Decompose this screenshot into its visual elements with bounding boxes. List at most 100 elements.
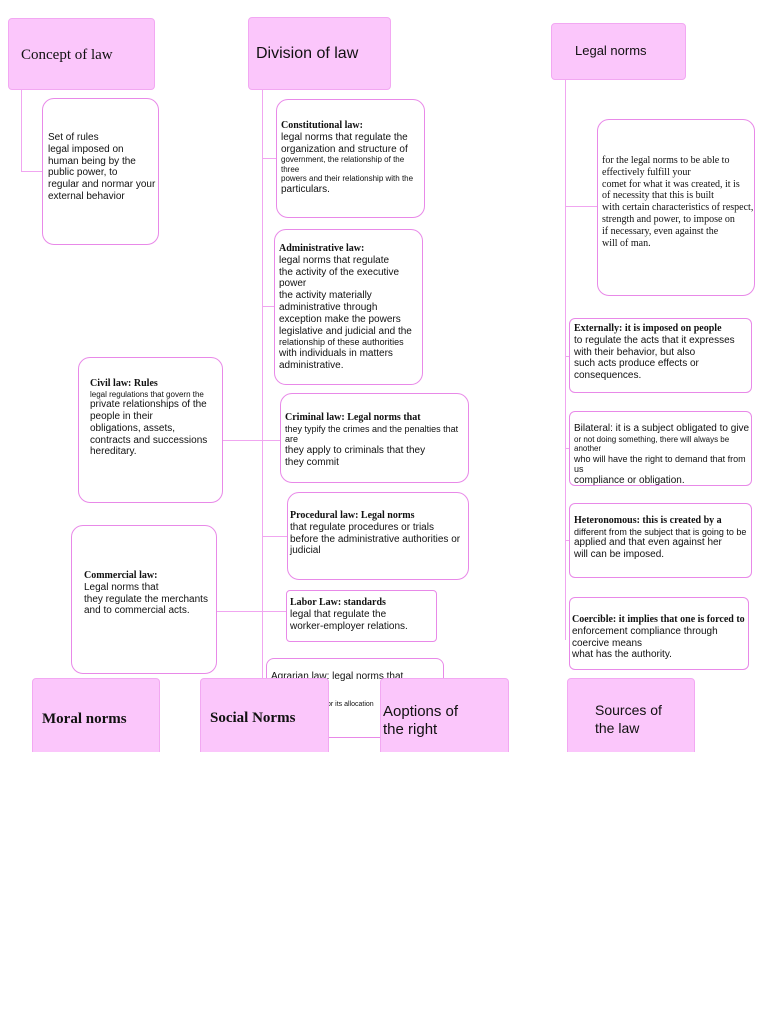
connector-bilateral <box>565 448 569 449</box>
text-line: and to commercial acts. <box>84 605 190 617</box>
text-line: enforcement compliance through coercive … <box>572 625 718 649</box>
division-of-law-header: Division of law <box>248 17 391 90</box>
text-line: legal imposed on <box>48 143 124 155</box>
text-line: if necessary, even against the <box>602 225 719 237</box>
sources-title: Sources of the law <box>595 702 662 737</box>
text-line: for the legal norms to be able to <box>602 155 730 166</box>
agrarian-law-text: Agrarian law: legal norms that <box>271 671 404 682</box>
text-line: exception make the powers <box>279 313 401 325</box>
concept-of-law-title: Concept of law <box>21 47 113 63</box>
text-line: will of man. <box>602 237 651 249</box>
labor-law-title: Labor Law: standards <box>290 597 386 608</box>
labor-law-box: Labor Law: standards legal that regulate… <box>286 590 437 642</box>
text-line: human being by the <box>48 155 136 167</box>
text-line: different from the subject that is going… <box>574 526 747 537</box>
connector-proc <box>262 536 287 537</box>
commercial-law-title: Commercial law: <box>84 570 158 581</box>
text-line: the activity materially <box>279 290 372 302</box>
coercible-box: Coercible: it implies that one is forced… <box>569 597 749 670</box>
procedural-law-title: Procedural law: Legal norms <box>290 510 415 521</box>
social-norms-title: Social Norms <box>210 710 296 726</box>
text-line: that regulate procedures or trials <box>290 521 434 533</box>
heteronomous-title: Heteronomous: this is created by a <box>574 515 722 526</box>
text-line: legal regulations that govern the <box>90 389 204 399</box>
text-line: external behavior <box>48 190 125 202</box>
connector-concept-h <box>21 171 43 172</box>
text-line: legal that regulate the <box>290 608 387 620</box>
connector-purpose <box>565 206 597 207</box>
text-line: public power, to <box>48 167 118 179</box>
text-line: Bilateral: it is a subject obligated to … <box>574 423 750 434</box>
connector-const <box>262 158 276 159</box>
concept-definition-box: Set of rules legal imposed on human bein… <box>42 98 159 245</box>
text-line: contracts and successions <box>90 434 208 446</box>
text-line: people in their <box>90 411 153 423</box>
text-line: applied and that even against her <box>574 537 722 549</box>
commercial-law-box: Commercial law: Legal norms that they re… <box>71 525 217 674</box>
administrative-law-title: Administrative law: <box>279 243 365 254</box>
text-line: or its allocation <box>327 701 374 708</box>
connector-division-trunk <box>262 90 263 690</box>
text-line: hereditary. <box>90 446 137 458</box>
criminal-law-box: Criminal law: Legal norms that they typi… <box>280 393 469 483</box>
connector-external <box>565 356 569 357</box>
legal-norms-header: Legal norms <box>551 23 686 80</box>
coercible-title: Coercible: it implies that one is forced… <box>572 614 745 625</box>
text-line: legal norms that regulate <box>279 254 390 266</box>
acceptions-title: Aoptions of the right <box>383 703 459 739</box>
text-line: will can be imposed. <box>574 549 665 561</box>
heteronomous-box: Heteronomous: this is created by a diffe… <box>569 503 752 578</box>
text-line: judicial <box>290 545 321 557</box>
text-line: before the administrative authorities or <box>290 533 461 545</box>
bilateral-box: Bilateral: it is a subject obligated to … <box>569 411 752 486</box>
connector-civil <box>222 440 280 441</box>
text-line: administrative. <box>279 359 344 371</box>
text-line: who will have the right to demand that f… <box>574 453 746 475</box>
legal-norms-purpose-box: for the legal norms to be able to effect… <box>597 119 755 296</box>
civil-law-box: Civil law: Rules legal regulations that … <box>78 357 223 503</box>
text-line: they typify the crimes and the penalties… <box>285 423 459 445</box>
text-line: with their behavior, but also <box>574 346 696 358</box>
text-line: they regulate the merchants <box>84 593 208 605</box>
legal-norms-title: Legal norms <box>575 43 647 58</box>
concept-of-law-header: Concept of law <box>8 18 155 90</box>
text-line: regular and normar your <box>48 179 156 191</box>
constitutional-law-title: Constitutional law: <box>281 120 363 131</box>
text-line: effectively fulfill your <box>602 166 691 178</box>
text-line: with certain characteristics of respect, <box>602 202 754 214</box>
text-line: they apply to criminals that they <box>285 445 426 457</box>
division-of-law-title: Division of law <box>256 45 359 62</box>
civil-law-title: Civil law: Rules <box>90 378 158 389</box>
connector-concept <box>21 90 22 172</box>
procedural-law-box: Procedural law: Legal norms that regulat… <box>287 492 469 580</box>
text-line: consequences. <box>574 370 642 382</box>
moral-norms-title: Moral norms <box>42 711 127 727</box>
page-blank-area <box>0 752 768 1024</box>
connector-hetero <box>565 540 569 541</box>
text-line: Legal norms that <box>84 581 159 593</box>
text-line: or not doing something, there will alway… <box>574 434 730 454</box>
text-line: private relationships of the <box>90 399 207 411</box>
connector-comm <box>216 611 288 612</box>
text-line: what has the authority. <box>572 649 672 661</box>
text-line: legislative and judicial and the <box>279 325 412 337</box>
externally-title: Externally: it is imposed on people <box>574 323 722 334</box>
text-line: Set of rules <box>48 132 99 143</box>
text-line: obligations, assets, <box>90 422 176 434</box>
text-line: they commit <box>285 456 339 468</box>
text-line: particulars. <box>281 183 330 195</box>
connector-legal-trunk <box>565 80 566 640</box>
text-line: strength and power, to impose on <box>602 213 735 225</box>
text-line: administrative through <box>279 301 378 313</box>
connector-admin <box>262 306 274 307</box>
criminal-law-title: Criminal law: Legal norms that <box>285 412 421 423</box>
text-line: compliance or obligation. <box>574 474 685 486</box>
text-line: comet for what it was created, it is <box>602 178 740 190</box>
text-line: government, the relationship of the thre… <box>281 155 405 174</box>
text-line: the activity of the executive power <box>279 266 400 290</box>
text-line: powers and their relationship with the <box>281 174 414 184</box>
text-line: organization and structure of <box>281 143 408 155</box>
text-line: worker-employer relations. <box>290 620 408 632</box>
text-line: legal norms that regulate the <box>281 131 408 143</box>
externally-box: Externally: it is imposed on people to r… <box>569 318 752 393</box>
